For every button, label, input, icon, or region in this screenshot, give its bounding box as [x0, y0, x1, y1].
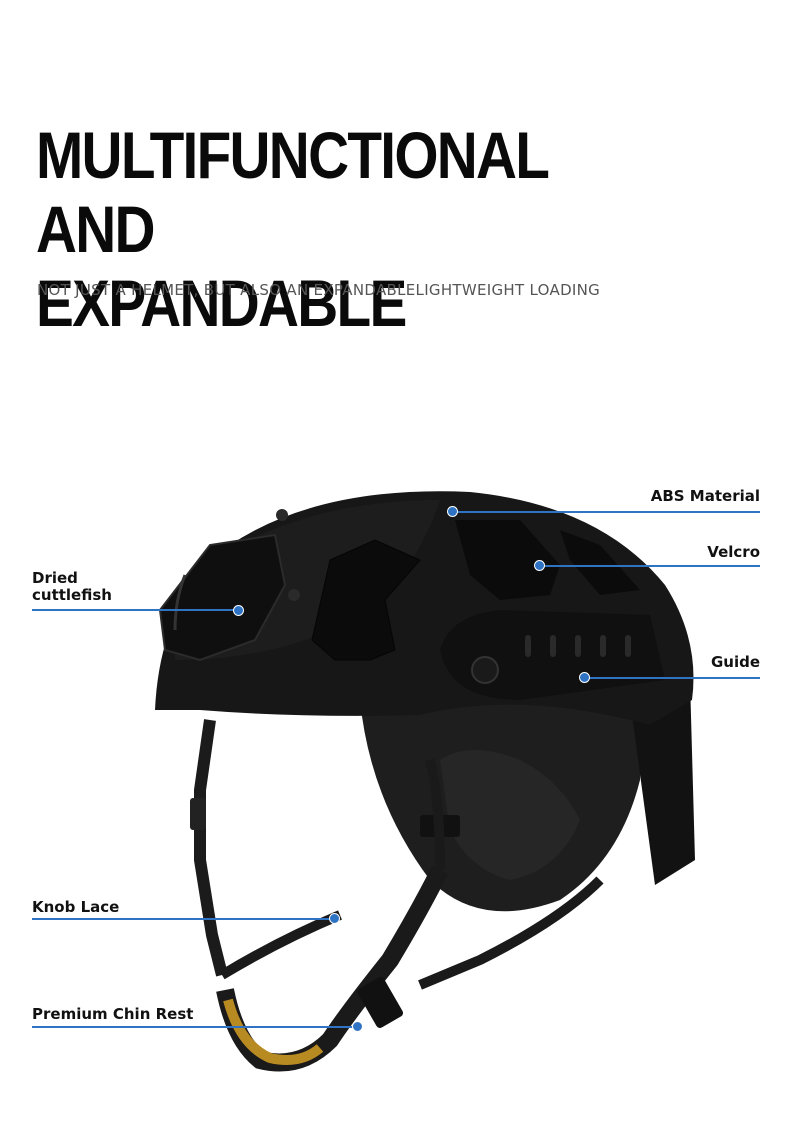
- abs-material-label: ABS Material: [650, 487, 760, 505]
- knob-lace-leader: [32, 918, 334, 920]
- dried-cuttlefish-line-1: Dried: [32, 569, 78, 587]
- abs-material-marker: [447, 506, 458, 517]
- guide-leader: [584, 677, 760, 679]
- title-line-2: EXPANDABLE: [36, 266, 407, 340]
- dried-cuttlefish-leader: [32, 609, 238, 611]
- title-line-1: MULTIFUNCTIONAL AND: [36, 118, 549, 266]
- guide-marker: [579, 672, 590, 683]
- velcro-label: Velcro: [707, 543, 760, 561]
- premium-chin-rest-leader: [32, 1026, 357, 1028]
- velcro-marker: [534, 560, 545, 571]
- knob-lace-label: Knob Lace: [32, 898, 120, 916]
- dried-cuttlefish-label: Dried cuttlefish: [32, 570, 112, 604]
- premium-chin-rest-label: Premium Chin Rest: [32, 1005, 194, 1023]
- premium-chin-rest-marker: [352, 1021, 363, 1032]
- dried-cuttlefish-line-2: cuttlefish: [32, 586, 112, 604]
- page-title: MULTIFUNCTIONAL AND EXPANDABLE: [36, 118, 672, 340]
- guide-label: Guide: [710, 653, 760, 671]
- abs-material-leader: [452, 511, 760, 513]
- knob-lace-marker: [329, 913, 340, 924]
- velcro-leader: [540, 565, 760, 567]
- dried-cuttlefish-marker: [233, 605, 244, 616]
- page-subtitle: NOT JUST A HELMET, BUT ALSO AN EXPANDABL…: [37, 281, 601, 299]
